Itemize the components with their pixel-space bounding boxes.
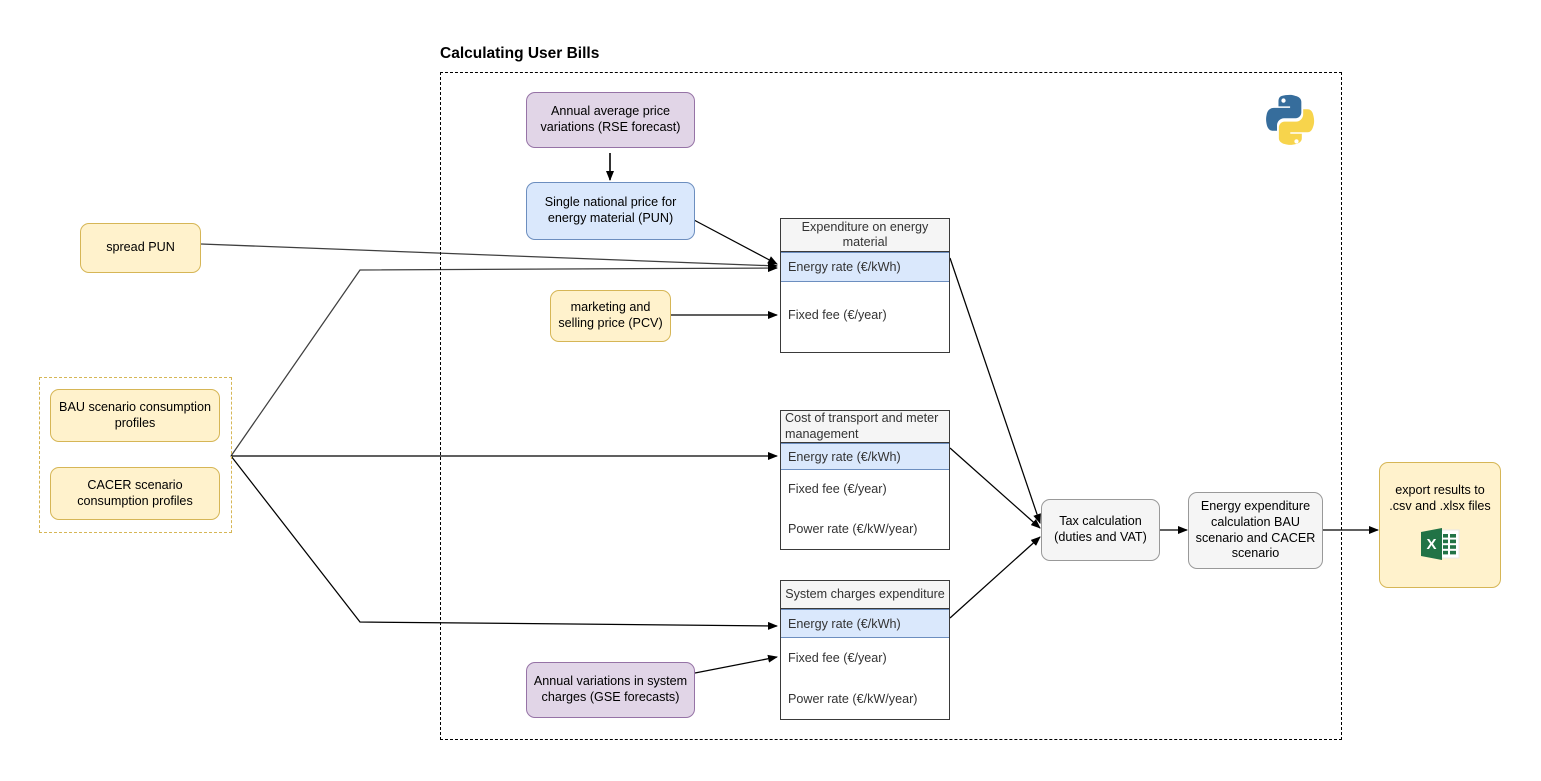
pun-price-node[interactable]: Single national price for energy materia… <box>526 182 695 240</box>
table-row[interactable]: Energy rate (€/kWh) <box>781 252 949 282</box>
table-row[interactable]: Energy rate (€/kWh) <box>781 443 949 470</box>
export-results-node[interactable]: export results to .csv and .xlsx files X <box>1379 462 1501 588</box>
energy-expenditure-calculation-node[interactable]: Energy expenditure calculation BAU scena… <box>1188 492 1323 569</box>
tax-calculation-node[interactable]: Tax calculation (duties and VAT) <box>1041 499 1160 561</box>
cacer-scenario-profiles-label: CACER scenario consumption profiles <box>77 477 193 508</box>
svg-text:X: X <box>1426 536 1436 553</box>
expenditure-on-energy-material-table: Expenditure on energy material Energy ra… <box>780 218 950 353</box>
pcv-price-node[interactable]: marketing and selling price (PCV) <box>550 290 671 342</box>
calculating-user-bills-boundary <box>440 72 1342 740</box>
gse-forecast-label: Annual variations in system charges (GSE… <box>533 674 688 704</box>
table-row[interactable]: Power rate (€/kW/year) <box>781 508 949 549</box>
system-charges-expenditure-table: System charges expenditure Energy rate (… <box>780 580 950 720</box>
table-row[interactable]: Fixed fee (€/year) <box>781 638 949 678</box>
tax-calculation-label: Tax calculation (duties and VAT) <box>1054 514 1147 544</box>
table-header: Expenditure on energy material <box>781 219 949 252</box>
spread-pun-node[interactable]: spread PUN <box>80 223 201 273</box>
page-title: Calculating User Bills <box>440 45 600 62</box>
cacer-scenario-profiles-node[interactable]: CACER scenario consumption profiles <box>50 467 220 520</box>
excel-icon: X <box>1419 526 1461 567</box>
consumption-profiles-group <box>39 377 232 533</box>
rse-forecast-label: Annual average price variations (RSE for… <box>540 104 681 134</box>
cost-of-transport-and-meter-management-table: Cost of transport and meter management E… <box>780 410 950 550</box>
table-row[interactable]: Fixed fee (€/year) <box>781 470 949 508</box>
pun-price-label: Single national price for energy materia… <box>544 195 677 225</box>
python-logo-icon <box>1259 90 1321 152</box>
pcv-price-label: marketing and selling price (PCV) <box>558 300 663 330</box>
table-row[interactable]: Fixed fee (€/year) <box>781 282 949 352</box>
bau-scenario-profiles-label: BAU scenario consumption profiles <box>59 399 211 430</box>
table-row[interactable]: Energy rate (€/kWh) <box>781 609 949 638</box>
table-header: System charges expenditure <box>781 581 949 609</box>
bau-scenario-profiles-node[interactable]: BAU scenario consumption profiles <box>50 389 220 442</box>
energy-expenditure-calculation-label: Energy expenditure calculation BAU scena… <box>1195 499 1316 561</box>
table-header: Cost of transport and meter management <box>781 411 949 443</box>
spread-pun-label: spread PUN <box>106 240 175 255</box>
export-results-label: export results to .csv and .xlsx files <box>1389 483 1491 513</box>
table-row[interactable]: Power rate (€/kW/year) <box>781 678 949 719</box>
gse-forecast-node[interactable]: Annual variations in system charges (GSE… <box>526 662 695 718</box>
rse-forecast-node[interactable]: Annual average price variations (RSE for… <box>526 92 695 148</box>
